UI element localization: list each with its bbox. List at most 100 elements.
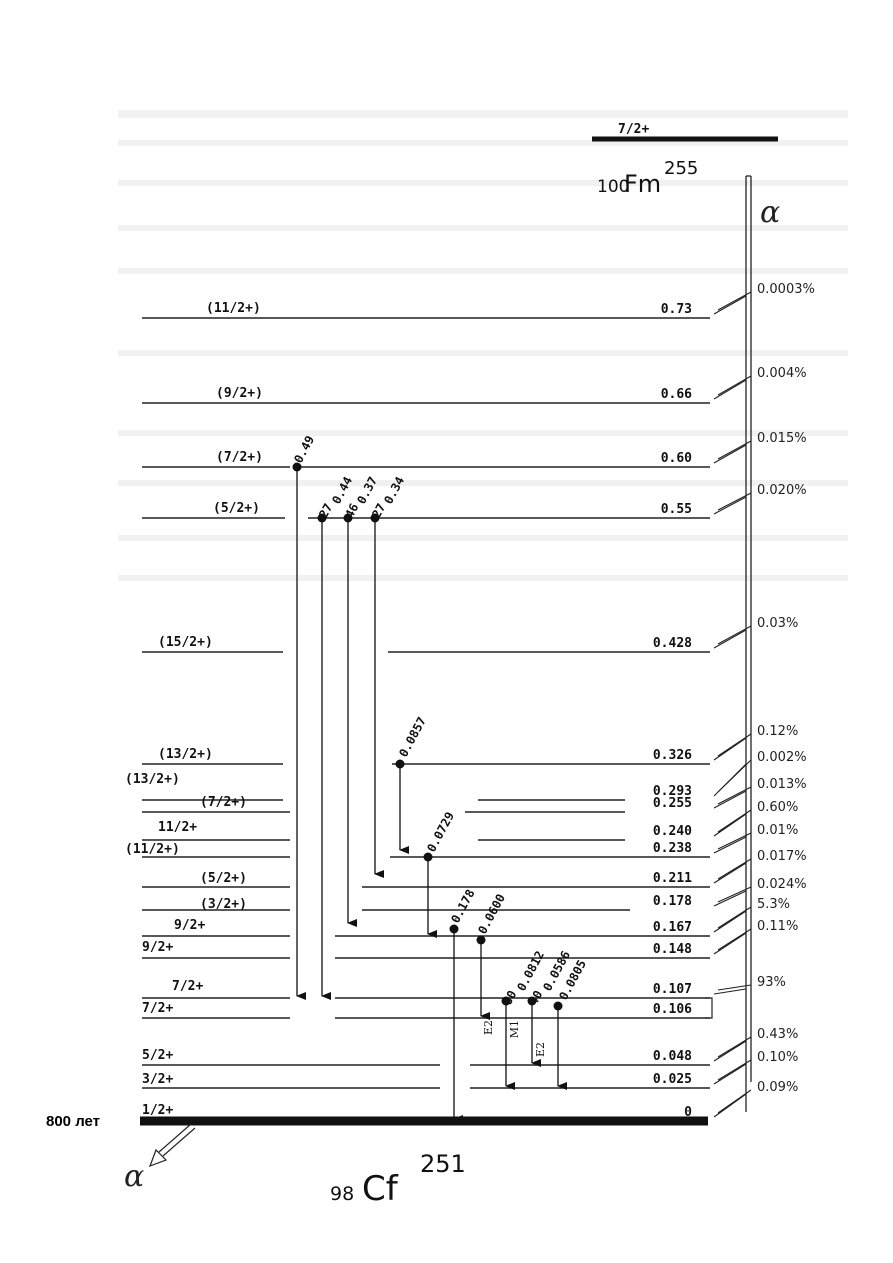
alpha-branch-line <box>717 492 752 511</box>
level-energy: 0.240 <box>653 824 692 839</box>
alpha-intensity: 0.60% <box>757 800 798 815</box>
alpha-branches-group: 0.0003% 0.004% 0.015% 0.020% 0.03% 0.12%0.002… <box>713 282 815 1118</box>
level-energy: 0.55 <box>661 502 692 517</box>
alpha-intensity: 0.015% <box>757 431 807 446</box>
alpha-branch-line <box>713 1040 747 1062</box>
daughter-mass: 251 <box>420 1150 466 1178</box>
alpha-intensity: 0.03% <box>757 616 798 631</box>
level-0-60: (7/2+)0.60 <box>142 450 710 468</box>
level-spin: (3/2+) <box>200 897 247 912</box>
level-energy: 0.167 <box>653 920 692 935</box>
parent-z: 100 <box>597 177 629 197</box>
gamma-0-0857: 0.0857 <box>395 715 429 854</box>
level-energy: 0.106 <box>653 1002 692 1017</box>
alpha-branch-line <box>713 496 747 515</box>
level-0-167: 9/2+ 0.167 <box>142 918 710 937</box>
level-energy: 0.73 <box>661 302 692 317</box>
gamma-intensity: 60 <box>500 988 519 1007</box>
alpha-arrow-bottom <box>148 1123 196 1168</box>
level-spin: 9/2+ <box>142 940 173 955</box>
level-energy: 0.326 <box>653 748 692 763</box>
level-spin: (13/2+) <box>125 772 180 787</box>
level-energy: 0.107 <box>653 982 692 997</box>
level-0-255: (7/2+)0.255 <box>142 795 692 813</box>
level-spin: 1/2+ <box>142 1103 173 1118</box>
alpha-branch-line <box>717 809 752 833</box>
alpha-branch-line <box>713 444 747 464</box>
alpha-branch: 0.024% <box>713 877 807 907</box>
level-0-178: (3/2+) 0.178 <box>142 894 692 912</box>
alpha-branch-line <box>717 733 752 757</box>
alpha-intensity: 0.020% <box>757 483 807 498</box>
alpha-branch-line <box>717 928 752 951</box>
gamma-intensity: 46 <box>342 501 361 520</box>
level-spin: (7/2+) <box>216 450 263 465</box>
gamma-multipolarity: M1 <box>508 1020 521 1038</box>
alpha-branch-line <box>717 440 752 460</box>
level-spin: 7/2+ <box>172 979 203 994</box>
background-texture <box>118 110 848 581</box>
level-spin: 7/2+ <box>142 1001 173 1016</box>
alpha-branch: 0.10% <box>713 1050 798 1085</box>
gamma-energy: 0.34 <box>381 474 407 506</box>
alpha-branch-line <box>717 375 752 396</box>
levels-group: (11/2+)0.73(9/2+)0.66(7/2+)0.60(5/2+)0.5… <box>125 301 713 1120</box>
level-0-428: (15/2+)0.428 <box>142 635 710 653</box>
alpha-branch-line <box>717 759 752 793</box>
alpha-branch-line <box>717 625 752 645</box>
alpha-intensity: 0.013% <box>757 777 807 792</box>
alpha-branch-line <box>713 1063 747 1085</box>
alpha-branch: 0.013% <box>713 777 807 809</box>
level-spin: 3/2+ <box>142 1072 173 1087</box>
level-energy: 0.178 <box>653 894 692 909</box>
alpha-branch-line <box>713 910 747 933</box>
level-0-025: 3/2+0.025 <box>142 1072 710 1089</box>
level-energy: 0.428 <box>653 636 692 651</box>
parent-spin: 7/2+ <box>618 122 649 137</box>
level-energy: 0.238 <box>653 841 692 856</box>
alpha-branch: 0.01% <box>713 823 798 854</box>
gamma-intensity: 27 <box>369 501 388 520</box>
gamma-energy: 0.0857 <box>396 715 429 760</box>
alpha-branch-line <box>713 836 747 854</box>
alpha-intensity: 0.017% <box>757 849 807 864</box>
alpha-branch-line <box>717 886 752 903</box>
gamma-energy: 0.44 <box>329 474 355 506</box>
alpha-intensity: 0.024% <box>757 877 807 892</box>
gamma-0-178: 0.178 <box>448 887 478 1123</box>
alpha-branch: 0.12% <box>713 724 798 761</box>
level-energy: 0.148 <box>653 942 692 957</box>
alpha-branch-line <box>713 988 747 995</box>
alpha-branch: 0.03% <box>713 616 798 649</box>
alpha-intensity: 0.01% <box>757 823 798 838</box>
parent-mass: 255 <box>664 158 698 179</box>
level-0-73: (11/2+)0.73 <box>142 301 710 319</box>
level-energy: 0.66 <box>661 387 692 402</box>
alpha-branch: 0.020% <box>713 483 807 515</box>
alpha-intensity: 0.09% <box>757 1080 798 1095</box>
daughter-z: 98 <box>330 1183 354 1205</box>
level-0-148: 9/2+ 0.148 <box>142 940 710 959</box>
alpha-branch-line <box>713 790 747 809</box>
level-spin: (7/2+) <box>200 795 247 810</box>
alpha-branch: 0.015% <box>713 431 807 464</box>
alpha-branch-line <box>717 858 752 880</box>
level-spin: (5/2+) <box>213 501 260 516</box>
alpha-intensity: 93% <box>757 975 786 990</box>
alpha-branch: 0.60% <box>713 800 798 837</box>
level-spin: 9/2+ <box>174 918 205 933</box>
alpha-label-bottom: α <box>124 1159 144 1194</box>
gamma-intensity: 40 <box>526 988 545 1007</box>
level-0-240: 11/2+0.240 <box>142 820 692 841</box>
alpha-intensity: 0.0003% <box>757 282 815 297</box>
level-0-107: 7/2+ 0.107 <box>142 979 710 999</box>
alpha-branch: 0.002% <box>713 750 807 797</box>
gamma-multipolarity: E2 <box>482 1020 495 1035</box>
alpha-branch-line <box>713 932 747 955</box>
alpha-branch: 0.004% <box>713 366 807 400</box>
alpha-branch: 0.09% <box>713 1080 798 1118</box>
